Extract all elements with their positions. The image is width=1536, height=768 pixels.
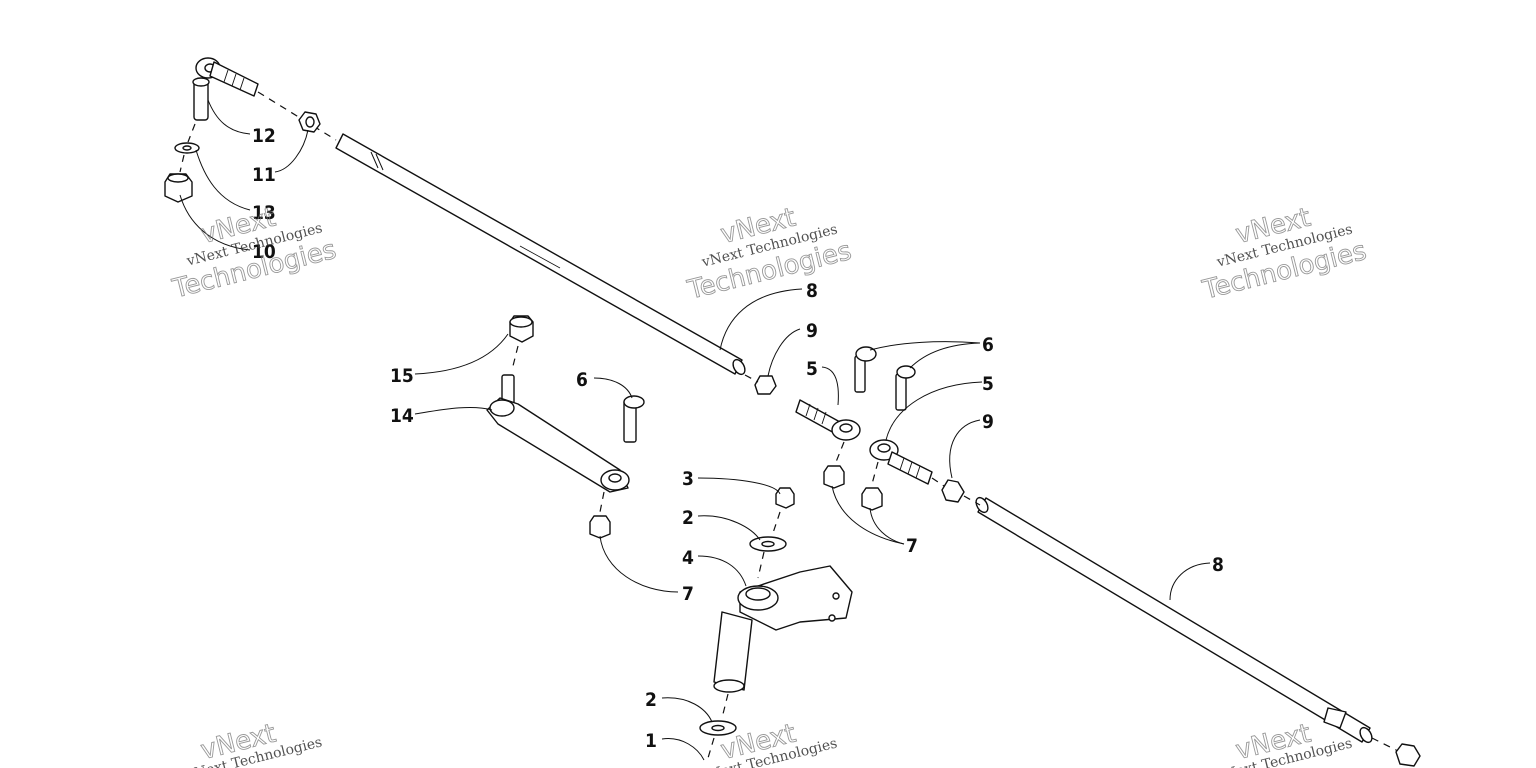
link-arm-left (486, 315, 645, 539)
callout-11: 11 (252, 164, 276, 186)
callout-7-left: 7 (682, 583, 694, 605)
callout-1: 1 (645, 730, 657, 752)
callout-8-upper: 8 (806, 280, 818, 302)
callout-12: 12 (252, 125, 276, 147)
callout-14: 14 (390, 405, 414, 427)
tie-rod-end-upper-left (164, 57, 321, 203)
callout-5-left: 5 (806, 358, 818, 380)
callout-3: 3 (682, 468, 694, 490)
callout-13: 13 (252, 202, 276, 224)
callout-2-upper: 2 (682, 507, 694, 529)
center-rod-ends (744, 346, 981, 511)
callout-2-lower: 2 (645, 689, 657, 711)
leader-lines (179, 99, 1211, 761)
callout-8-lower: 8 (1212, 554, 1224, 576)
callout-10: 10 (252, 241, 276, 263)
watermark-bottom-center: vNext vNext Technologies (699, 718, 839, 768)
nut-lower-right (1395, 743, 1421, 767)
callout-9-upper: 9 (806, 320, 818, 342)
callout-15: 15 (390, 365, 414, 387)
watermark-bottom-left: vNext vNext Technologies (184, 718, 324, 768)
callout-5-right: 5 (982, 373, 994, 395)
callout-6-left: 6 (576, 369, 588, 391)
callout-4: 4 (682, 547, 694, 569)
tie-rod-lower (975, 496, 1401, 753)
callouts: 12 11 13 10 8 9 6 5 15 14 6 5 9 3 2 4 7 … (252, 125, 1224, 752)
callout-6-right: 6 (982, 334, 994, 356)
tie-rod-upper (257, 91, 746, 376)
watermark-top-center: vNext vNext Technologies Technologies (684, 202, 855, 306)
pivot-bracket (699, 487, 853, 759)
callout-7-right: 7 (906, 535, 918, 557)
watermark-top-right: vNext vNext Technologies Technologies (1199, 202, 1370, 306)
callout-9-lower: 9 (982, 411, 994, 433)
watermark-bottom-right: vNext vNext Technologies (1214, 718, 1354, 768)
